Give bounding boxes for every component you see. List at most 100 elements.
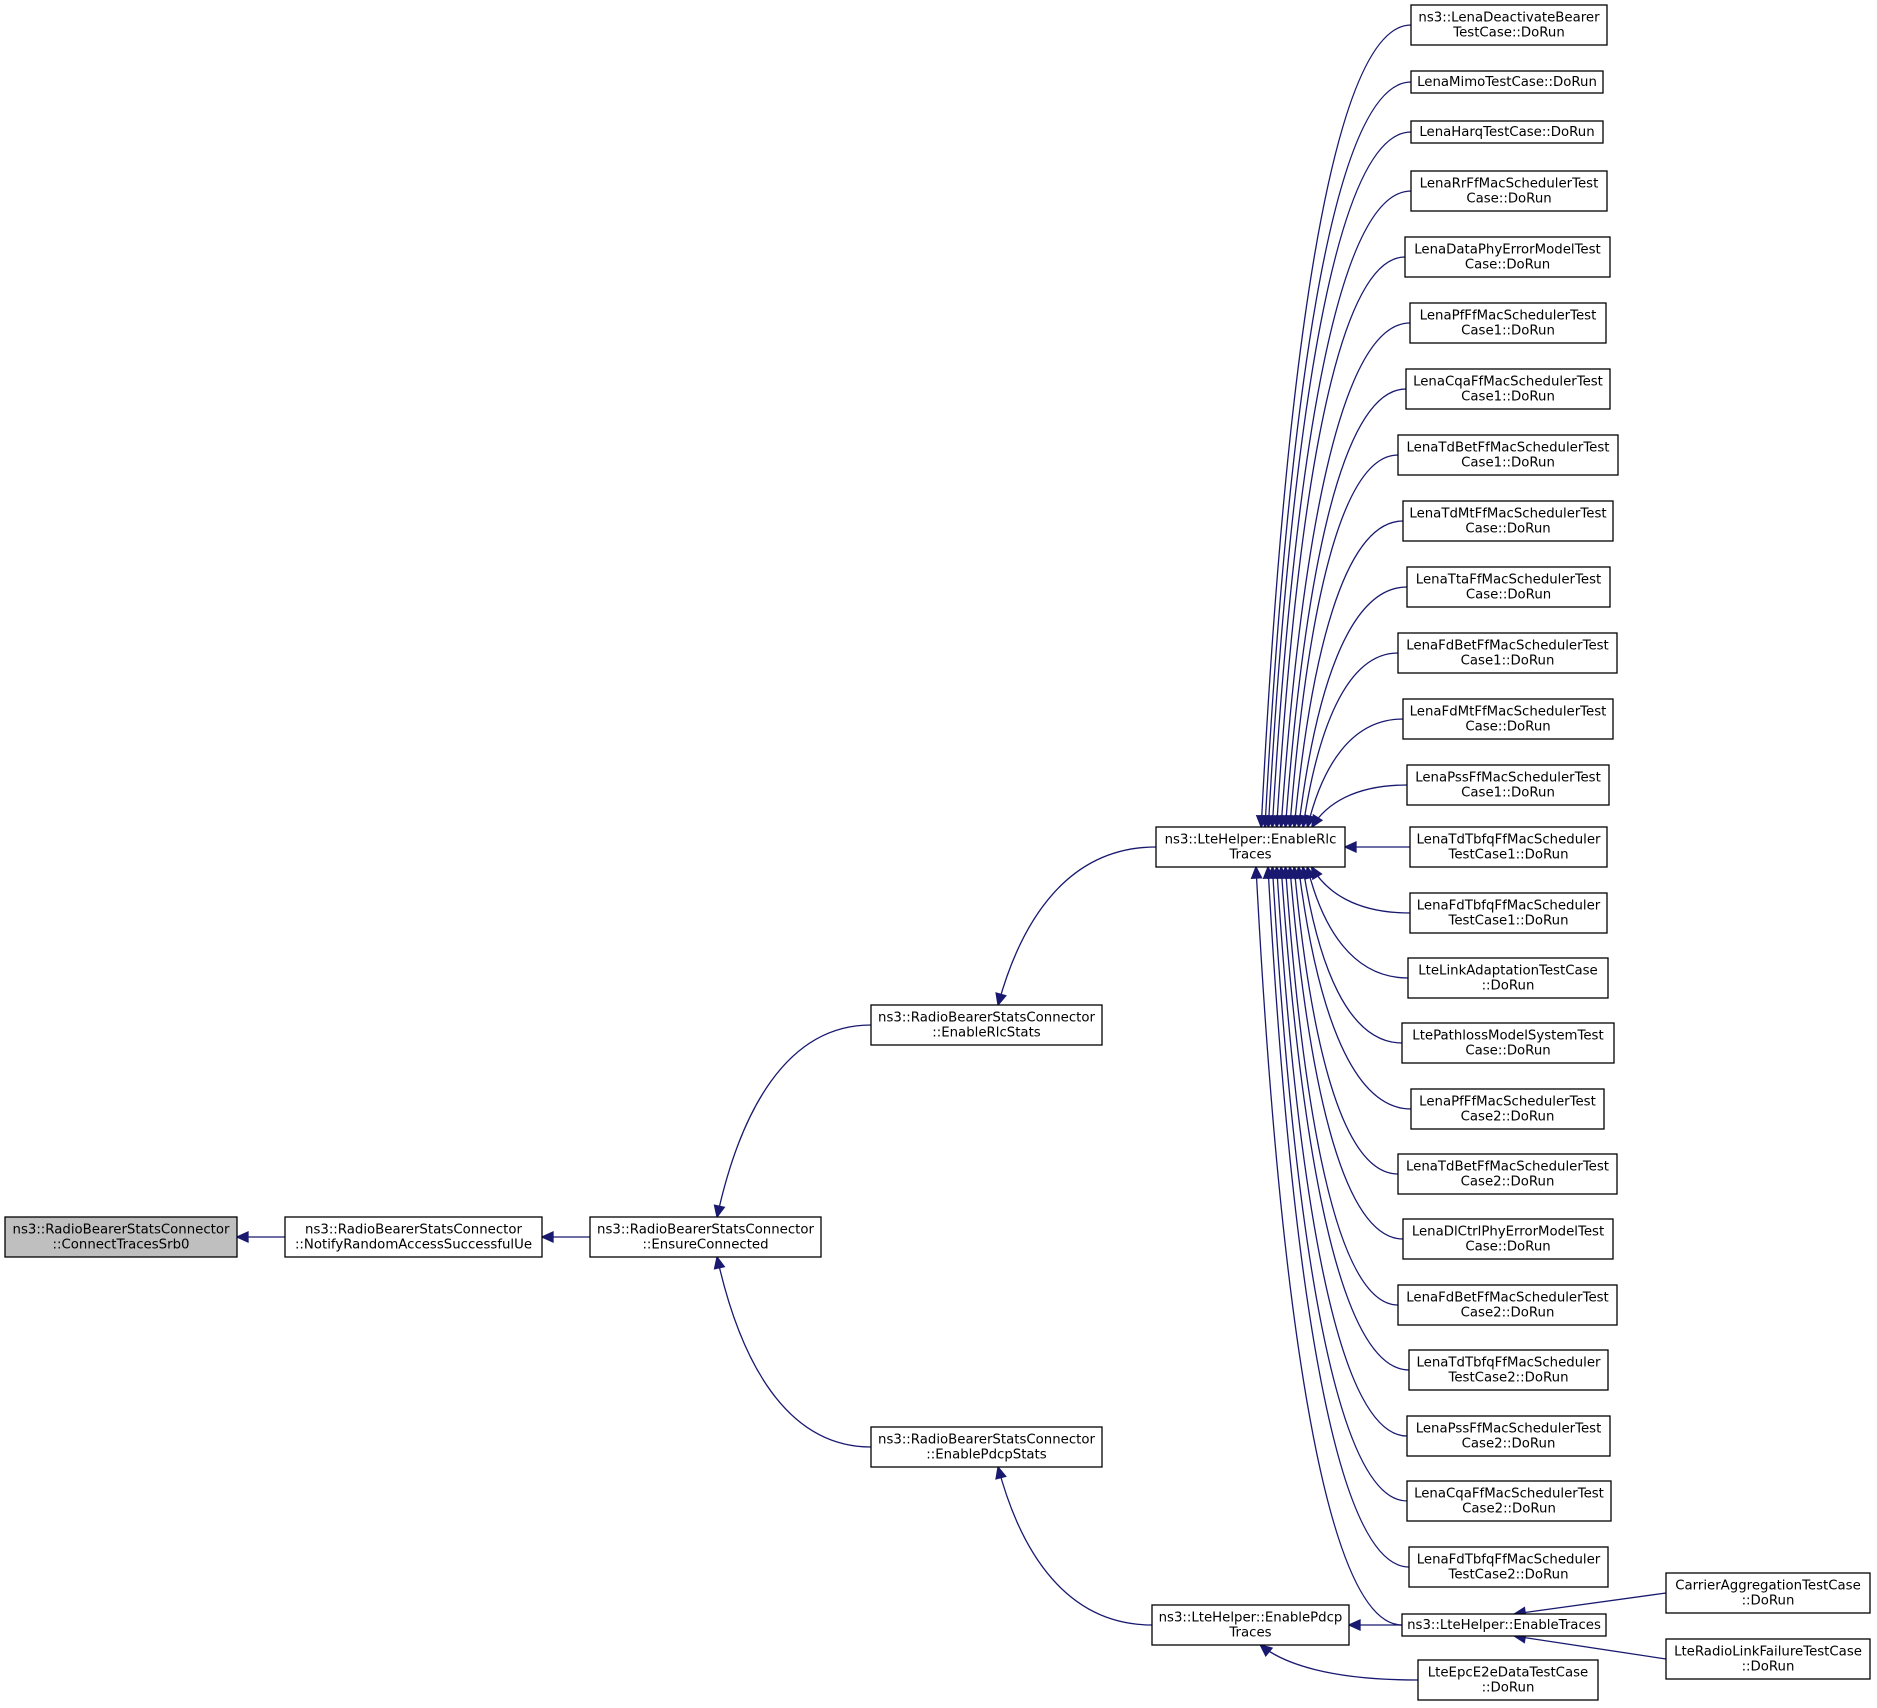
node-ensureConnected[interactable]: ns3::RadioBearerStatsConnector::EnsureCo… — [589, 1216, 822, 1258]
node-box[interactable] — [1404, 236, 1611, 278]
node-box[interactable] — [1397, 1153, 1618, 1195]
node-label: LtePathlossModelSystemTest — [1412, 1029, 1603, 1044]
node-label: ns3::LteHelper::EnableTraces — [1407, 1618, 1601, 1633]
node-box[interactable] — [870, 1004, 1103, 1046]
node-box[interactable] — [1665, 1572, 1871, 1614]
node-carrierAgg[interactable]: CarrierAggregationTestCase::DoRun — [1665, 1572, 1871, 1614]
node-t1[interactable]: LenaMimoTestCase::DoRun — [1410, 70, 1604, 94]
edge-enableRlcTraces-t4 — [1276, 256, 1406, 828]
node-label: LenaFdMtFfMacSchedulerTest — [1410, 705, 1607, 720]
node-box[interactable] — [4, 1216, 238, 1258]
node-box[interactable] — [1665, 1638, 1871, 1680]
node-box[interactable] — [870, 1426, 1103, 1468]
node-connectTracesSrb0[interactable]: ns3::RadioBearerStatsConnector::ConnectT… — [4, 1216, 238, 1258]
edge-enableRlcTraces-t10 — [1302, 652, 1399, 828]
node-box[interactable] — [284, 1216, 543, 1258]
node-label: LenaPfFfMacSchedulerTest — [1419, 1095, 1596, 1110]
node-label: ns3::LteHelper::EnablePdcp — [1159, 1611, 1343, 1626]
node-label: ns3::LenaDeactivateBearer — [1418, 11, 1600, 26]
node-label: ::EnsureConnected — [642, 1238, 768, 1253]
node-box[interactable] — [1402, 500, 1614, 542]
node-box[interactable] — [1405, 368, 1611, 410]
node-box[interactable] — [1409, 826, 1608, 868]
node-box[interactable] — [1409, 302, 1607, 344]
edge-enableRlcTraces-t21 — [1280, 866, 1410, 1371]
node-box[interactable] — [589, 1216, 822, 1258]
node-box[interactable] — [1406, 1480, 1612, 1522]
node-enableTraces[interactable]: ns3::LteHelper::EnableTraces — [1401, 1613, 1607, 1637]
node-notifyRandomAccess[interactable]: ns3::RadioBearerStatsConnector::NotifyRa… — [284, 1216, 543, 1258]
node-box[interactable] — [1406, 566, 1611, 608]
node-radioLinkFailure[interactable]: LteRadioLinkFailureTestCase::DoRun — [1665, 1638, 1871, 1680]
node-label: CarrierAggregationTestCase — [1675, 1579, 1861, 1594]
node-box[interactable] — [1402, 1218, 1614, 1260]
edge-enableRlcTraces-t9 — [1298, 586, 1408, 828]
node-enableRlcStats[interactable]: ns3::RadioBearerStatsConnector::EnableRl… — [870, 1004, 1103, 1046]
edge-ensureConnected-enablePdcpStats — [716, 1256, 872, 1448]
node-label: Case::DoRun — [1465, 1240, 1550, 1255]
node-box[interactable] — [1401, 1022, 1615, 1064]
node-box[interactable] — [1397, 434, 1619, 476]
node-label: LenaTdBetFfMacSchedulerTest — [1406, 441, 1609, 456]
node-label: Case2::DoRun — [1462, 1502, 1556, 1517]
node-box[interactable] — [1408, 1546, 1609, 1588]
node-enablePdcpStats[interactable]: ns3::RadioBearerStatsConnector::EnablePd… — [870, 1426, 1103, 1468]
node-label: LteEpcE2eDataTestCase — [1428, 1666, 1588, 1681]
node-box[interactable] — [1406, 1415, 1611, 1457]
node-epcE2e[interactable]: LteEpcE2eDataTestCase::DoRun — [1417, 1659, 1599, 1701]
node-box[interactable] — [1417, 1659, 1599, 1701]
node-label: ::DoRun — [1482, 1681, 1535, 1696]
node-box[interactable] — [1406, 764, 1610, 806]
edge-enableRlcTraces-t19 — [1289, 866, 1404, 1240]
node-box[interactable] — [1397, 1284, 1618, 1326]
node-box[interactable] — [1410, 120, 1604, 144]
node-box[interactable] — [1408, 1349, 1609, 1391]
node-label: TestCase2::DoRun — [1447, 1371, 1568, 1386]
node-label: Case::DoRun — [1466, 588, 1551, 603]
node-label: Case::DoRun — [1465, 720, 1550, 735]
node-label: LenaTdMtFfMacSchedulerTest — [1409, 507, 1606, 522]
node-label: LenaDataPhyErrorModelTest — [1414, 243, 1601, 258]
node-t15[interactable]: LteLinkAdaptationTestCase::DoRun — [1407, 957, 1609, 999]
node-box[interactable] — [1410, 170, 1608, 212]
node-box[interactable] — [1402, 698, 1614, 740]
node-box[interactable] — [1410, 1088, 1605, 1130]
node-box[interactable] — [1410, 4, 1608, 46]
node-t2[interactable]: LenaHarqTestCase::DoRun — [1410, 120, 1604, 144]
node-label: TestCase2::DoRun — [1447, 1568, 1568, 1583]
node-label: LenaCqaFfMacSchedulerTest — [1413, 375, 1603, 390]
node-box[interactable] — [1155, 826, 1346, 868]
edge-enablePdcpStats-enablePdcpTraces — [997, 1466, 1153, 1626]
node-box[interactable] — [1151, 1604, 1350, 1646]
node-box[interactable] — [1407, 957, 1609, 999]
node-box[interactable] — [1410, 70, 1604, 94]
edge-enableRlcTraces-t23 — [1271, 866, 1408, 1502]
node-box[interactable] — [1401, 1613, 1607, 1637]
node-box[interactable] — [1397, 632, 1618, 674]
node-box[interactable] — [1409, 892, 1608, 934]
